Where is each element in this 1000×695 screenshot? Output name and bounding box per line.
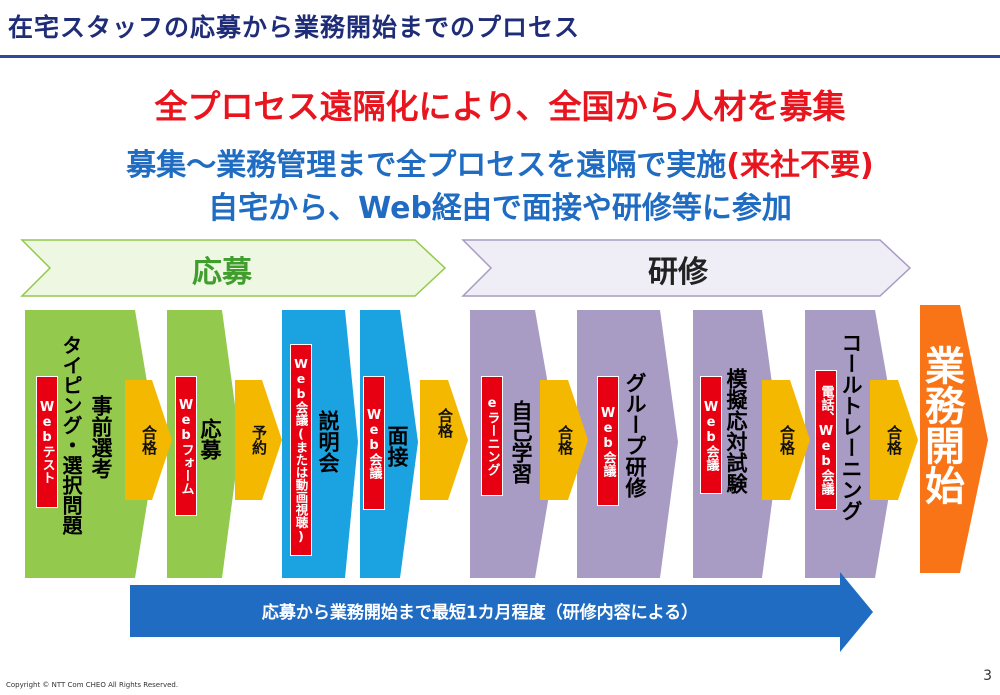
step-briefing-title: 説明会 xyxy=(316,410,341,473)
step-start-title: 業務開始 xyxy=(918,345,964,505)
headline-no-office-visit: (来社不要) xyxy=(726,148,874,183)
timeline-label: 応募から業務開始まで最短1カ月程度（研修内容による） xyxy=(261,603,699,623)
step-self-study-title: 自己学習 xyxy=(509,400,534,484)
slide-title: 在宅スタッフの応募から業務開始までのプロセス xyxy=(8,13,581,42)
connector-label-3: 合格 xyxy=(436,408,454,438)
step-shape-exam xyxy=(25,310,157,578)
phase-banner-apply xyxy=(20,239,447,297)
step-group-badge: Web会議 xyxy=(597,376,619,506)
step-group-title: グループ研修 xyxy=(623,372,648,498)
connector-arrow-1 xyxy=(125,380,172,500)
connector-label-6: 合格 xyxy=(885,425,903,455)
step-exam-subtitle: タイピング・選択問題 xyxy=(59,335,83,535)
headline-all-remote-main: 募集～業務管理まで全プロセスを遠隔で実施 xyxy=(126,148,727,183)
connector-arrow-3 xyxy=(420,380,468,500)
step-mock-badge: Web会議 xyxy=(700,376,722,494)
step-shape-start xyxy=(920,305,988,573)
connector-label-2: 予約 xyxy=(250,425,268,455)
connector-arrow-5 xyxy=(762,380,810,500)
step-self-study-badge: eラーニング xyxy=(481,376,503,496)
step-briefing-badge: Web会議(または動画視聴) xyxy=(290,344,312,556)
headline-all-remote: 募集～業務管理まで全プロセスを遠隔で実施(来社不要) xyxy=(0,140,1000,184)
copyright-footer: Copyright © NTT Com CHEO All Rights Rese… xyxy=(6,681,179,689)
step-apply-title: 応募 xyxy=(198,418,223,460)
step-mock-title: 模擬応対試験 xyxy=(724,368,749,494)
title-divider xyxy=(0,55,1000,58)
connector-arrow-6 xyxy=(870,380,918,500)
step-call-badge: 電話、Web会議 xyxy=(815,370,837,510)
timeline-arrow xyxy=(130,572,873,652)
connector-label-1: 合格 xyxy=(140,425,158,455)
page-number: 3 xyxy=(983,668,992,684)
connector-label-4: 合格 xyxy=(556,425,574,455)
connector-arrow-2 xyxy=(235,380,282,500)
step-interview-badge: Web会議 xyxy=(363,376,385,510)
step-interview-title: 面接 xyxy=(385,425,410,467)
step-exam-title: 事前選考 xyxy=(89,395,114,479)
headline-web-participation: 自宅から、Web経由で面接や研修等に参加 xyxy=(208,191,792,226)
step-call-title: コールトレーニング xyxy=(839,332,864,521)
headline-remote-recruiting: 全プロセス遠隔化により、全国から人材を募集 xyxy=(154,87,846,126)
phase-banner-training xyxy=(461,239,912,297)
connector-arrow-4 xyxy=(540,380,588,500)
phase-label-training: 研修 xyxy=(648,255,708,290)
phase-label-apply: 応募 xyxy=(192,255,252,290)
step-apply-badge: Webフォーム xyxy=(175,376,197,516)
step-exam-badge: Webテスト xyxy=(36,376,58,508)
connector-label-5: 合格 xyxy=(778,425,796,455)
